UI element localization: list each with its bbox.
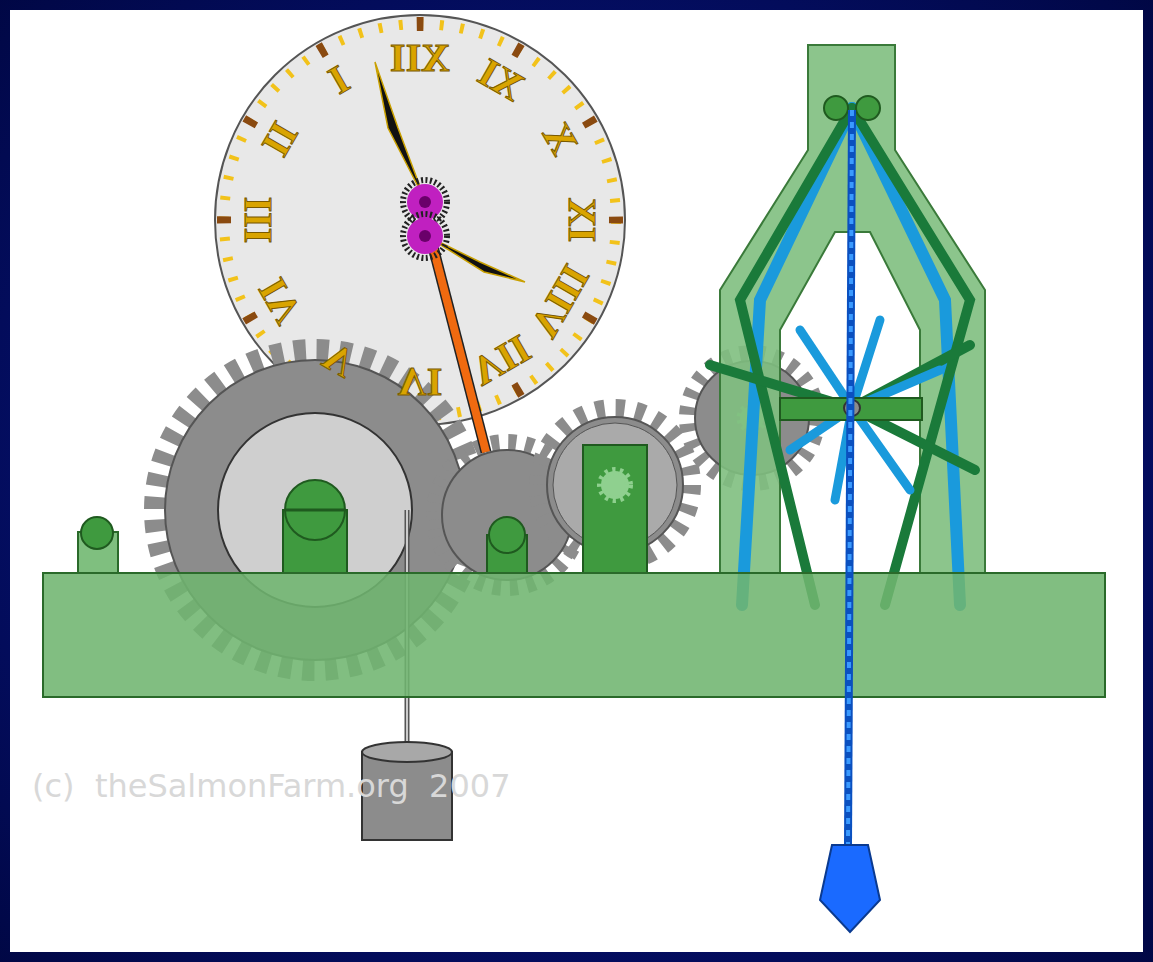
panel: [10, 10, 1143, 952]
dial-numeral: IX: [562, 198, 602, 242]
watermark: (c) theSalmonFarm.org 2007: [32, 770, 511, 802]
dial-numeral: III: [238, 197, 278, 244]
base-plate: [43, 573, 1105, 697]
escapement: [710, 96, 975, 605]
pendulum: [820, 110, 880, 932]
third-gear: [539, 409, 691, 573]
dial-numeral: VI: [398, 362, 442, 402]
dial-numeral: XII: [390, 38, 450, 78]
post: [78, 517, 118, 573]
